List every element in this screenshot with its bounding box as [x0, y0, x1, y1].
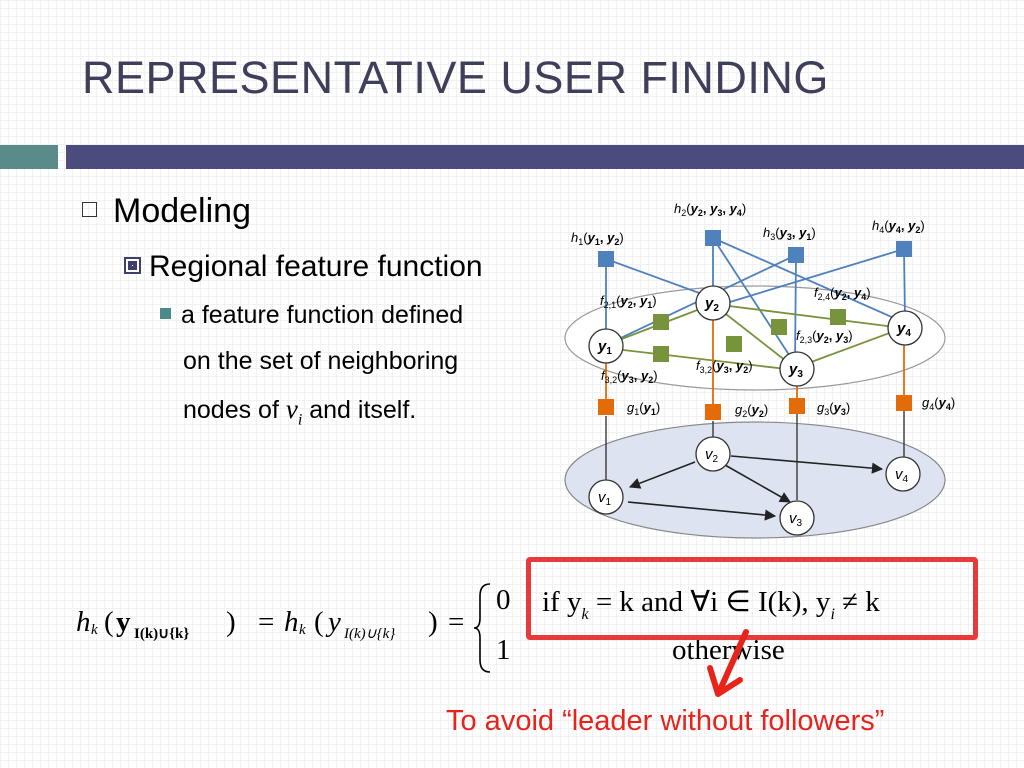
v3-node [779, 500, 815, 536]
bullet-level1-text: Modeling [113, 192, 251, 230]
h4-label: h4(y4, y2) [872, 218, 925, 235]
upper-layer-ellipse [564, 285, 946, 391]
case1-cond-sub: k [581, 606, 589, 623]
h1-square [598, 251, 614, 267]
formula-brace-icon [473, 583, 491, 673]
framed-square-bullet-icon [124, 256, 141, 274]
formula-case2-value: 1 [496, 634, 511, 666]
formula-mid-k: k [299, 622, 306, 638]
f21-label: f2,1(y2, y1) [600, 293, 657, 310]
h1-label: h1(y1, y2) [571, 230, 624, 247]
formula-case1-value: 0 [496, 584, 511, 616]
filled-square-bullet-icon [160, 307, 171, 319]
v1-node [588, 479, 624, 515]
bullet-level2-text: Regional feature function [149, 250, 483, 283]
callout-text: To avoid “leader without followers” [446, 705, 885, 737]
title-accent-bar [0, 145, 58, 169]
graph-diagram: y1 y2 y3 y4 v1 v2 v3 v4 h1(y1, y2) h2(y2… [564, 201, 955, 539]
g2-label: g2(y2) [735, 402, 768, 419]
formula-mid-sub: I(k)∪{k} [344, 626, 396, 642]
formula-lhs-paren-open: ( [104, 606, 114, 638]
h-factor-edges [605, 237, 906, 365]
h3-label: h3(y3, y1) [763, 225, 816, 242]
f32a-square [726, 336, 742, 352]
f-factor-squares [653, 309, 846, 362]
f21-square [653, 314, 669, 330]
var-i-sub: i [297, 411, 303, 429]
formula-mid-paren-close: ) [428, 606, 438, 638]
f24-label: f2,4(y2, y4) [814, 285, 871, 302]
f24-square [830, 309, 846, 325]
formula-mid-paren-open: ( [314, 606, 324, 638]
formula-lhs-h: h [76, 606, 91, 638]
formula-mid-h: h [284, 606, 299, 638]
bullet-level3-text-3a: nodes of [183, 396, 286, 424]
bullet-level3-line2: on the set of neighboring [183, 347, 459, 375]
bullet-level3-line3: nodes of vi and itself. [183, 386, 416, 443]
formula-lhs-y: y [116, 606, 131, 638]
f32b-label: f3,2(y3, y2) [601, 368, 658, 385]
h-factor-squares [598, 230, 912, 267]
var-v: v [285, 394, 298, 424]
case1-cond-text: if y [542, 586, 582, 618]
f23-label: f2,3(y2, y3) [796, 328, 853, 345]
v-nodes [588, 436, 921, 536]
bullet-level2: Regional feature function [124, 250, 483, 284]
var-vi: vi [285, 394, 302, 428]
g4-label: g4(y4) [922, 395, 955, 412]
formula-lhs-paren-close: ) [226, 606, 236, 638]
f32a-label: f3,2(y3, y2) [696, 358, 753, 375]
formula-eq2: = [448, 606, 465, 638]
formula-case1-condition: if yk = k and ∀i ∈ I(k), yi ≠ k [542, 584, 880, 623]
h4-square [896, 241, 912, 257]
bullet-level1: Modeling [82, 192, 251, 231]
y3-node [779, 351, 815, 387]
bullet-level3-text-3b: and itself. [302, 396, 417, 424]
y2-node [695, 285, 731, 321]
lower-layer-ellipse [564, 421, 946, 539]
g4-square [896, 395, 912, 411]
slide-title: REPRESENTATIVE USER FINDING [82, 52, 829, 103]
highlight-box [526, 557, 978, 640]
v2-node [695, 436, 731, 472]
g-factor-squares [598, 395, 912, 420]
formula-eq1: = [258, 606, 275, 638]
red-arrow-icon [707, 629, 749, 697]
f23-square [771, 319, 787, 335]
bullet-level3-text-1: a feature function defined [181, 301, 464, 329]
bullet-level3-line1: a feature function defined [160, 292, 463, 338]
lower-graph-edges [627, 455, 884, 521]
g3-label: g3(y3) [817, 400, 850, 417]
title-underline-bar [66, 145, 1024, 169]
hollow-square-bullet-icon [82, 201, 97, 217]
g1-square [598, 399, 614, 415]
formula-lhs-sub: I(k)∪{k} [134, 626, 190, 642]
v4-node [885, 456, 921, 492]
case1-cond-rest: = k and ∀i ∈ I(k), y [588, 586, 831, 618]
h3-square [788, 247, 804, 263]
formula-mid-y: y [328, 606, 341, 638]
h2-square [705, 230, 721, 246]
g2-square [705, 404, 721, 420]
case1-cond-sub2: i [830, 606, 835, 623]
y-nodes [588, 285, 923, 387]
y4-node [887, 310, 923, 346]
g1-label: g1(y1) [627, 400, 660, 417]
g3-square [789, 398, 805, 414]
f32b-square [653, 346, 669, 362]
y1-node [588, 328, 624, 364]
vertical-connectors [605, 410, 905, 500]
formula-lhs-k: k [91, 622, 98, 638]
h2-label: h2(y2, y3, y4) [674, 201, 746, 218]
case1-cond-end: ≠ k [834, 586, 880, 618]
